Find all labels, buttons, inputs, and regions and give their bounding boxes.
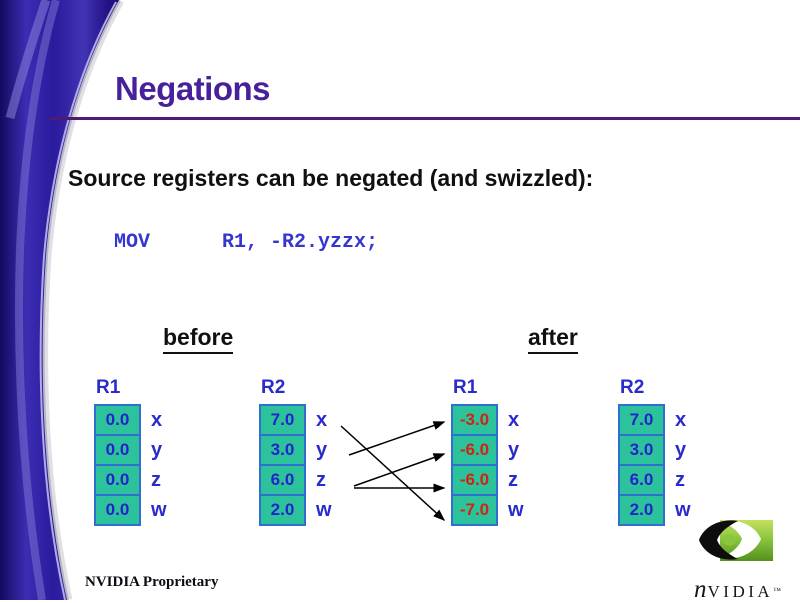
arrow-r2x-to-r1w xyxy=(340,425,446,522)
nvidia-eye-icon xyxy=(699,520,773,561)
register-row: 0.0 y xyxy=(94,434,167,466)
register-row: 6.0 z xyxy=(618,464,691,496)
swizzle-arrows xyxy=(340,421,446,522)
component-label: w xyxy=(675,498,691,521)
arrow-r2z-to-r1y xyxy=(353,453,446,487)
arrow-r2y-to-r1x xyxy=(348,421,446,456)
trademark-symbol: ™ xyxy=(773,586,781,595)
nvidia-wordmark-n: n xyxy=(694,576,707,603)
register-cell: -3.0 xyxy=(451,404,498,436)
register-name: R2 xyxy=(620,377,645,398)
nvidia-logo: nVIDIA™ xyxy=(692,510,792,602)
slide-accent-swoosh xyxy=(0,0,124,600)
code-snippet: MOV R1, -R2.yzzx; xyxy=(114,231,379,254)
register-cell: 0.0 xyxy=(94,494,141,526)
footer-proprietary-text: NVIDIA Proprietary xyxy=(85,574,219,590)
component-label: w xyxy=(508,498,524,521)
register-row: 0.0 z xyxy=(94,464,167,496)
component-label: z xyxy=(508,468,518,491)
component-label: z xyxy=(675,468,685,491)
register-row: -3.0 x xyxy=(451,404,524,436)
register-row: 2.0 w xyxy=(259,494,332,526)
register-row: 0.0 w xyxy=(94,494,167,526)
register-row: 0.0 x xyxy=(94,404,167,436)
register-row: 3.0 y xyxy=(259,434,332,466)
component-label: y xyxy=(151,438,163,461)
register-cell: 6.0 xyxy=(618,464,665,496)
component-label: z xyxy=(316,468,326,491)
register-cell: 3.0 xyxy=(259,434,306,466)
register-row: -6.0 z xyxy=(451,464,524,496)
component-label: x xyxy=(316,408,328,431)
heading-text: Source registers can be negated (and swi… xyxy=(68,165,594,191)
register-cell: 7.0 xyxy=(259,404,306,436)
register-row: 2.0 w xyxy=(618,494,691,526)
section-header-after: after xyxy=(528,324,578,354)
register-cell: 2.0 xyxy=(259,494,306,526)
register-row: 3.0 y xyxy=(618,434,691,466)
register-cell: -6.0 xyxy=(451,464,498,496)
page-title: Negations xyxy=(115,70,271,107)
register-row: 7.0 x xyxy=(618,404,691,436)
component-label: w xyxy=(316,498,332,521)
register-row: -7.0 w xyxy=(451,494,524,526)
register-name: R1 xyxy=(96,377,121,398)
register-name: R2 xyxy=(261,377,286,398)
nvidia-wordmark-vidia: VIDIA xyxy=(707,582,774,601)
section-header-before: before xyxy=(163,324,234,354)
component-label: x xyxy=(151,408,163,431)
register-cell: 7.0 xyxy=(618,404,665,436)
register-cell: -6.0 xyxy=(451,434,498,466)
register-cell: -7.0 xyxy=(451,494,498,526)
component-label: z xyxy=(151,468,161,491)
register-row: 6.0 z xyxy=(259,464,332,496)
component-label: y xyxy=(508,438,520,461)
register-cell: 2.0 xyxy=(618,494,665,526)
register-column-r1-before: R1 0.0 x 0.0 y 0.0 z 0.0 w xyxy=(94,377,167,526)
register-cell: 6.0 xyxy=(259,464,306,496)
register-name: R1 xyxy=(453,377,478,398)
component-label: w xyxy=(151,498,167,521)
register-column-r2-before: R2 7.0 x 3.0 y 6.0 z 2.0 w xyxy=(259,377,332,526)
component-label: y xyxy=(675,438,687,461)
component-label: y xyxy=(316,438,328,461)
register-cell: 0.0 xyxy=(94,464,141,496)
register-row: -6.0 y xyxy=(451,434,524,466)
register-column-r1-after: R1 -3.0 x -6.0 y -6.0 z -7.0 w xyxy=(451,377,524,526)
component-label: x xyxy=(508,408,520,431)
register-cell: 0.0 xyxy=(94,404,141,436)
component-label: x xyxy=(675,408,687,431)
register-column-r2-after: R2 7.0 x 3.0 y 6.0 z 2.0 w xyxy=(618,377,691,526)
register-row: 7.0 x xyxy=(259,404,332,436)
register-cell: 3.0 xyxy=(618,434,665,466)
title-divider xyxy=(50,117,800,120)
register-cell: 0.0 xyxy=(94,434,141,466)
nvidia-wordmark: nVIDIA™ xyxy=(692,577,792,602)
